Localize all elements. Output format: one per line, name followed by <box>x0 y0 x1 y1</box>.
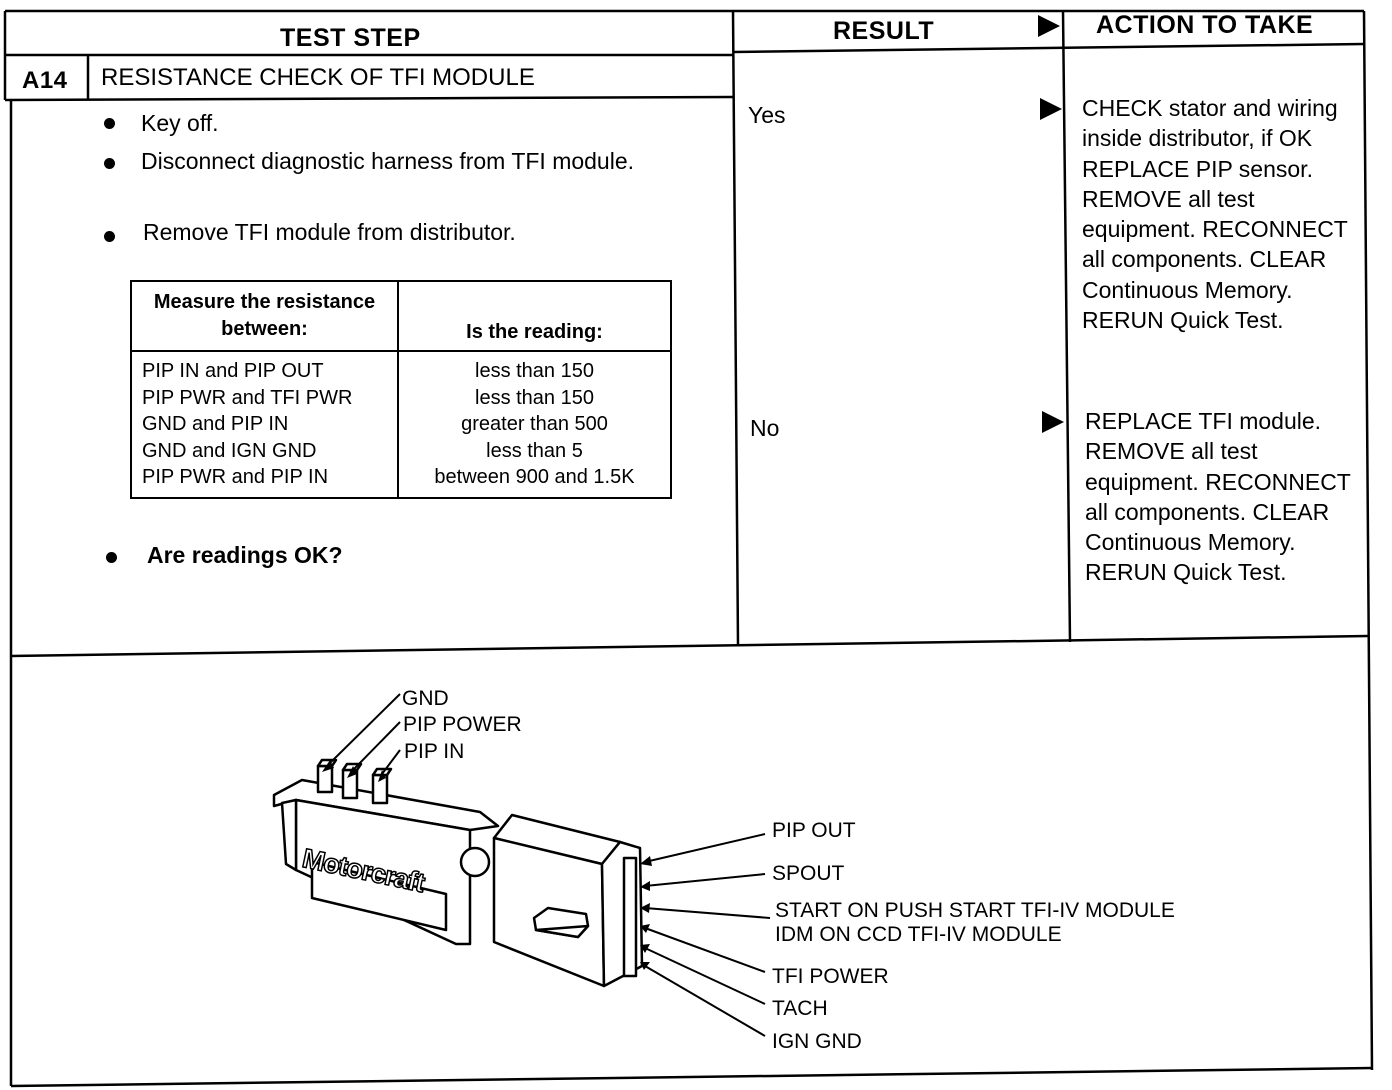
action-yes: CHECK stator and wiring inside distribut… <box>1082 95 1348 334</box>
label-gnd: GND <box>402 687 449 710</box>
label-start-push-start: START ON PUSH START TFI-IV MODULE <box>775 899 1175 922</box>
resistance-column-header: Measure the resistance between: <box>130 280 399 352</box>
resistance-pair: PIP IN and PIP OUT <box>142 360 324 382</box>
reading-value: between 900 and 1.5K <box>434 466 635 488</box>
result-header: RESULT <box>833 17 935 45</box>
label-tach: TACH <box>772 997 828 1020</box>
result-no: No <box>750 415 780 441</box>
result-yes: Yes <box>748 102 786 128</box>
resistance-table: Measure the resistance between: Is the r… <box>130 280 672 499</box>
label-tfi-power: TFI POWER <box>772 965 889 988</box>
readings-cell: less than 150 less than 150 greater than… <box>397 350 672 499</box>
bullet-dot <box>106 552 117 563</box>
resistance-pair: GND and PIP IN <box>142 413 289 435</box>
readings-ok-question: Are readings OK? <box>147 542 343 568</box>
arrow-right-icon <box>1040 98 1062 120</box>
resistance-pairs-cell: PIP IN and PIP OUT PIP PWR and TFI PWR G… <box>130 350 399 499</box>
arrow-right-icon <box>1038 15 1060 37</box>
action-header: ACTION TO TAKE <box>1096 11 1314 39</box>
bullet-dot <box>104 231 115 242</box>
label-pip-in: PIP IN <box>404 740 465 763</box>
test-step-header: TEST STEP <box>280 24 421 52</box>
label-pip-out: PIP OUT <box>772 819 856 842</box>
reading-value: less than 150 <box>475 386 594 409</box>
step-title: RESISTANCE CHECK OF TFI MODULE <box>101 64 535 91</box>
reading-value: less than 150 <box>475 360 594 382</box>
bullet-dot <box>104 158 115 169</box>
bullet-key-off: Key off. <box>141 110 219 136</box>
reading-value: less than 5 <box>486 439 583 462</box>
label-spout: SPOUT <box>772 862 845 885</box>
resistance-pair: GND and IGN GND <box>142 439 317 462</box>
label-idm-ccd: IDM ON CCD TFI-IV MODULE <box>775 923 1062 946</box>
step-id: A14 <box>22 67 68 94</box>
action-no: REPLACE TFI module. REMOVE all test equi… <box>1085 408 1351 586</box>
bullet-remove-module: Remove TFI module from distributor. <box>143 219 516 245</box>
reading-column-header: Is the reading: <box>397 280 672 352</box>
arrow-right-icon <box>1042 411 1064 433</box>
label-ign-gnd: IGN GND <box>772 1030 862 1053</box>
reading-value: greater than 500 <box>461 413 608 435</box>
bullet-dot <box>104 118 115 129</box>
bullet-disconnect-harness: Disconnect diagnostic harness from TFI m… <box>141 148 635 174</box>
label-pip-power: PIP POWER <box>403 713 522 736</box>
resistance-pair: PIP PWR and PIP IN <box>142 466 329 488</box>
resistance-pair: PIP PWR and TFI PWR <box>142 386 353 409</box>
